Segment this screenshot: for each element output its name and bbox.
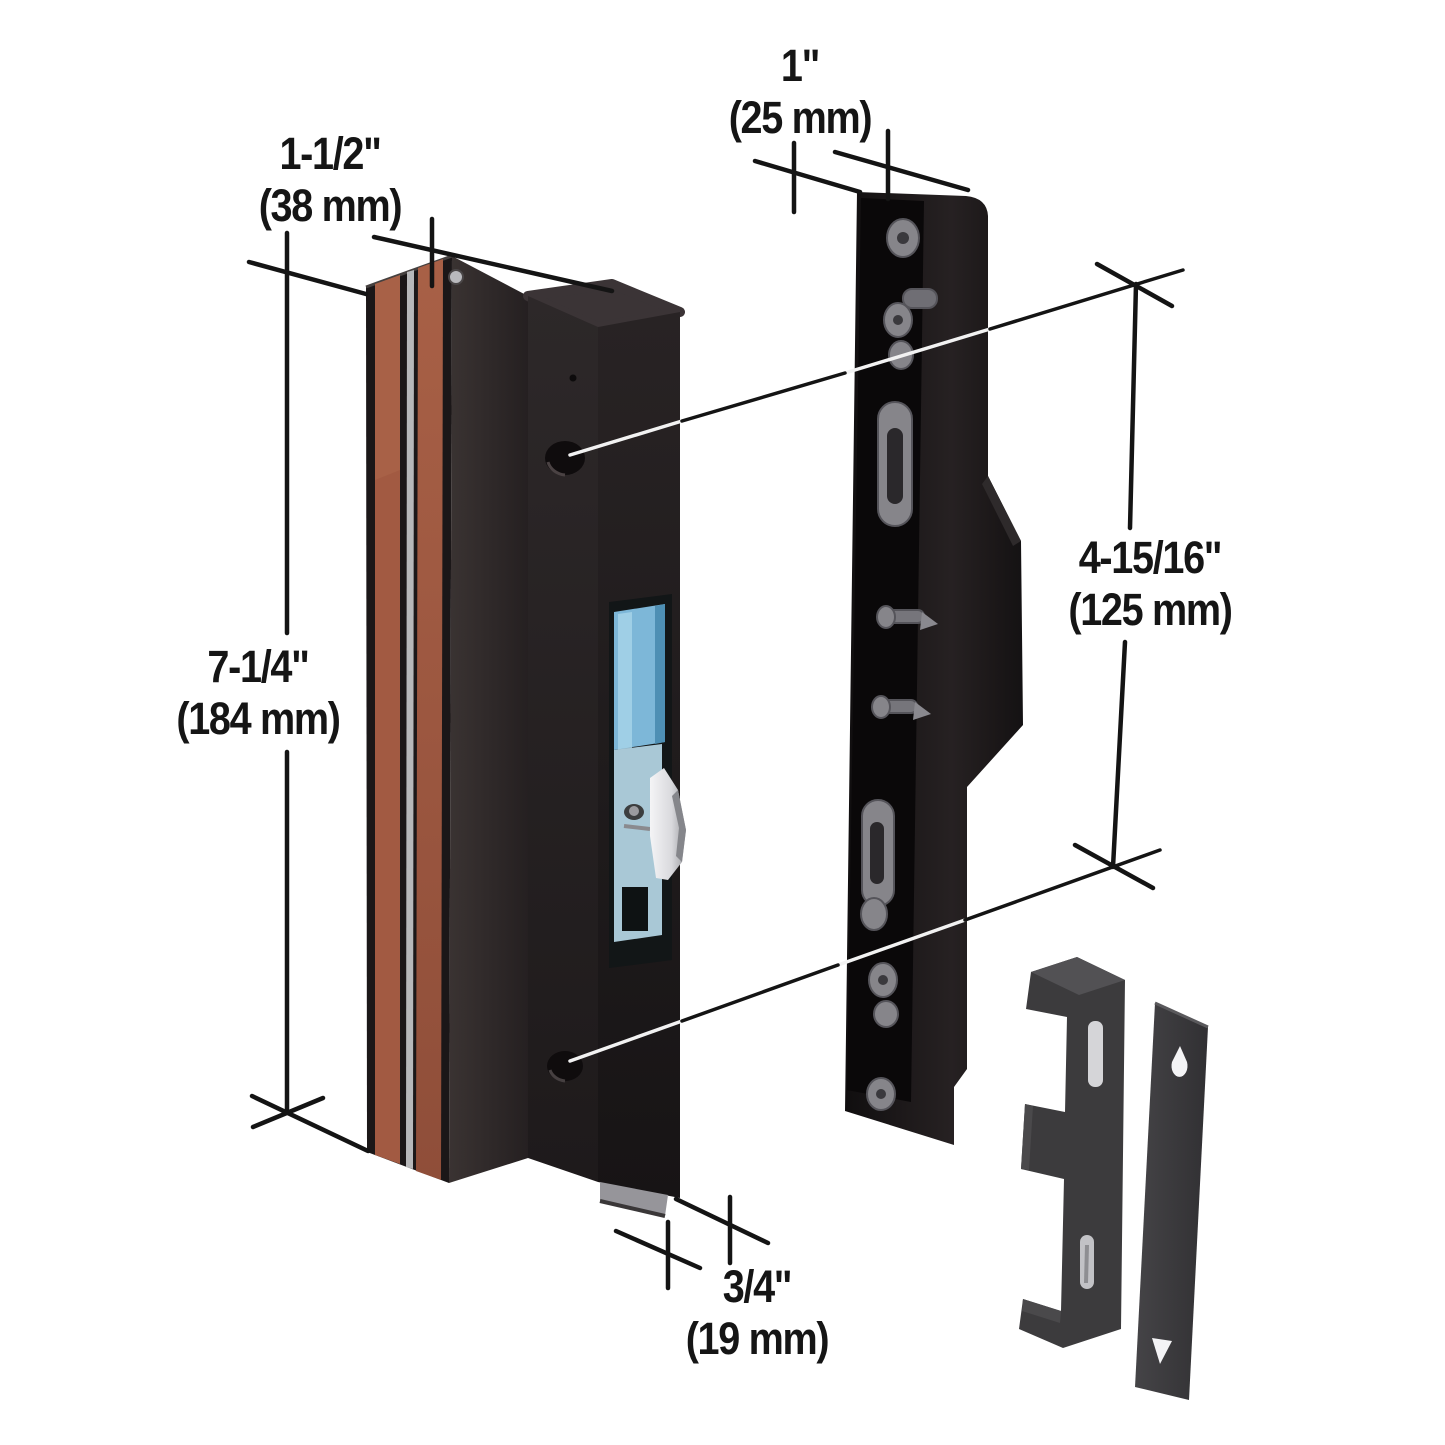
- align-top-over-body: [568, 419, 684, 457]
- aux-bracket-foot-face: [1022, 1299, 1061, 1323]
- keeper-plate: [845, 192, 1023, 1145]
- align-top-over-keeper: [843, 327, 992, 375]
- screw-hole-bottom-glint: [548, 1069, 566, 1083]
- wood-strip-left: [375, 275, 400, 1164]
- latch-blue-ridge: [655, 604, 665, 744]
- shim-bracket: [1135, 1001, 1209, 1400]
- latch-screw: [629, 806, 639, 816]
- dim-handle-depth-label: 3/4" (19 mm): [685, 1261, 830, 1365]
- aux-bracket-slot-top: [1088, 1021, 1103, 1087]
- shim-outline: [1135, 1003, 1208, 1400]
- dim-keeper-height-lines: [1072, 261, 1175, 891]
- handle-bracket-face: [449, 256, 528, 1183]
- dim-keeper-width-metric: (25 mm): [728, 92, 873, 143]
- dim-keeper-width-lines: [752, 128, 971, 215]
- dim-handle-width-lines: [246, 216, 615, 297]
- dim-handle-height-metric: (184 mm): [176, 693, 341, 744]
- shim-hole-top: [1171, 1046, 1188, 1077]
- aux-bracket-outline: [1019, 957, 1125, 1348]
- dim-handle-width-metric: (38 mm): [258, 180, 403, 231]
- dim-handle-width-label: 1-1/2" (38 mm): [258, 128, 403, 232]
- dim-handle-depth-metric: (19 mm): [685, 1313, 830, 1364]
- align-bottom-black: [680, 848, 1162, 1023]
- screw-hole-top: [545, 441, 585, 475]
- pull-screw: [448, 269, 464, 285]
- dim-keeper-width-imperial: 1": [780, 40, 820, 91]
- metal-stripe: [406, 270, 414, 1169]
- dim-keeper-height-label: 4-15/16" (125 mm): [1068, 532, 1233, 636]
- align-top-black: [680, 268, 1185, 423]
- align-bottom-over-keeper: [836, 918, 967, 967]
- wood-sheen: [375, 275, 400, 480]
- align-bottom-over-body: [568, 1019, 684, 1063]
- latch-slot: [622, 887, 648, 931]
- keeper-step-bevel: [982, 476, 1021, 546]
- alignment-lines: [568, 268, 1185, 1063]
- body-bottom-face: [600, 1182, 668, 1216]
- chrome-hook-shade: [672, 790, 686, 862]
- body-face-left: [528, 296, 598, 1182]
- dim-keeper-width-label: 1" (25 mm): [728, 40, 873, 144]
- aux-bracket-step-face: [1021, 1104, 1033, 1170]
- aux-bracket-top-face: [1031, 957, 1125, 995]
- wood-strip-right: [416, 259, 443, 1180]
- latch-blue-highlight: [618, 612, 632, 750]
- dim-handle-depth-imperial: 3/4": [722, 1261, 793, 1312]
- shim-top-edge: [1154, 1001, 1209, 1029]
- handle-assembly: [365, 254, 686, 1218]
- dim-handle-height-imperial: 7-1/4": [207, 641, 309, 692]
- dim-handle-width-imperial: 1-1/2": [279, 128, 381, 179]
- dimension-lines: [246, 128, 1175, 1291]
- shim-hole-bottom: [1152, 1338, 1172, 1364]
- dim-handle-height-lines: [249, 230, 371, 1154]
- dim-handle-depth-lines: [613, 1194, 771, 1291]
- body-bottom-edge: [599, 1199, 666, 1218]
- body-pin-dot: [569, 374, 577, 382]
- latch-spring-wire: [623, 824, 651, 831]
- screw-hole-top-glint: [546, 461, 566, 477]
- dim-keeper-height-metric: (125 mm): [1068, 584, 1233, 635]
- dim-keeper-height-imperial: 4-15/16": [1078, 532, 1223, 583]
- aux-bracket-slot-pin: [1084, 1244, 1089, 1284]
- keeper-screws: [860, 218, 938, 1111]
- aux-bracket: [1019, 957, 1125, 1348]
- dim-handle-height-label: 7-1/4" (184 mm): [176, 641, 341, 745]
